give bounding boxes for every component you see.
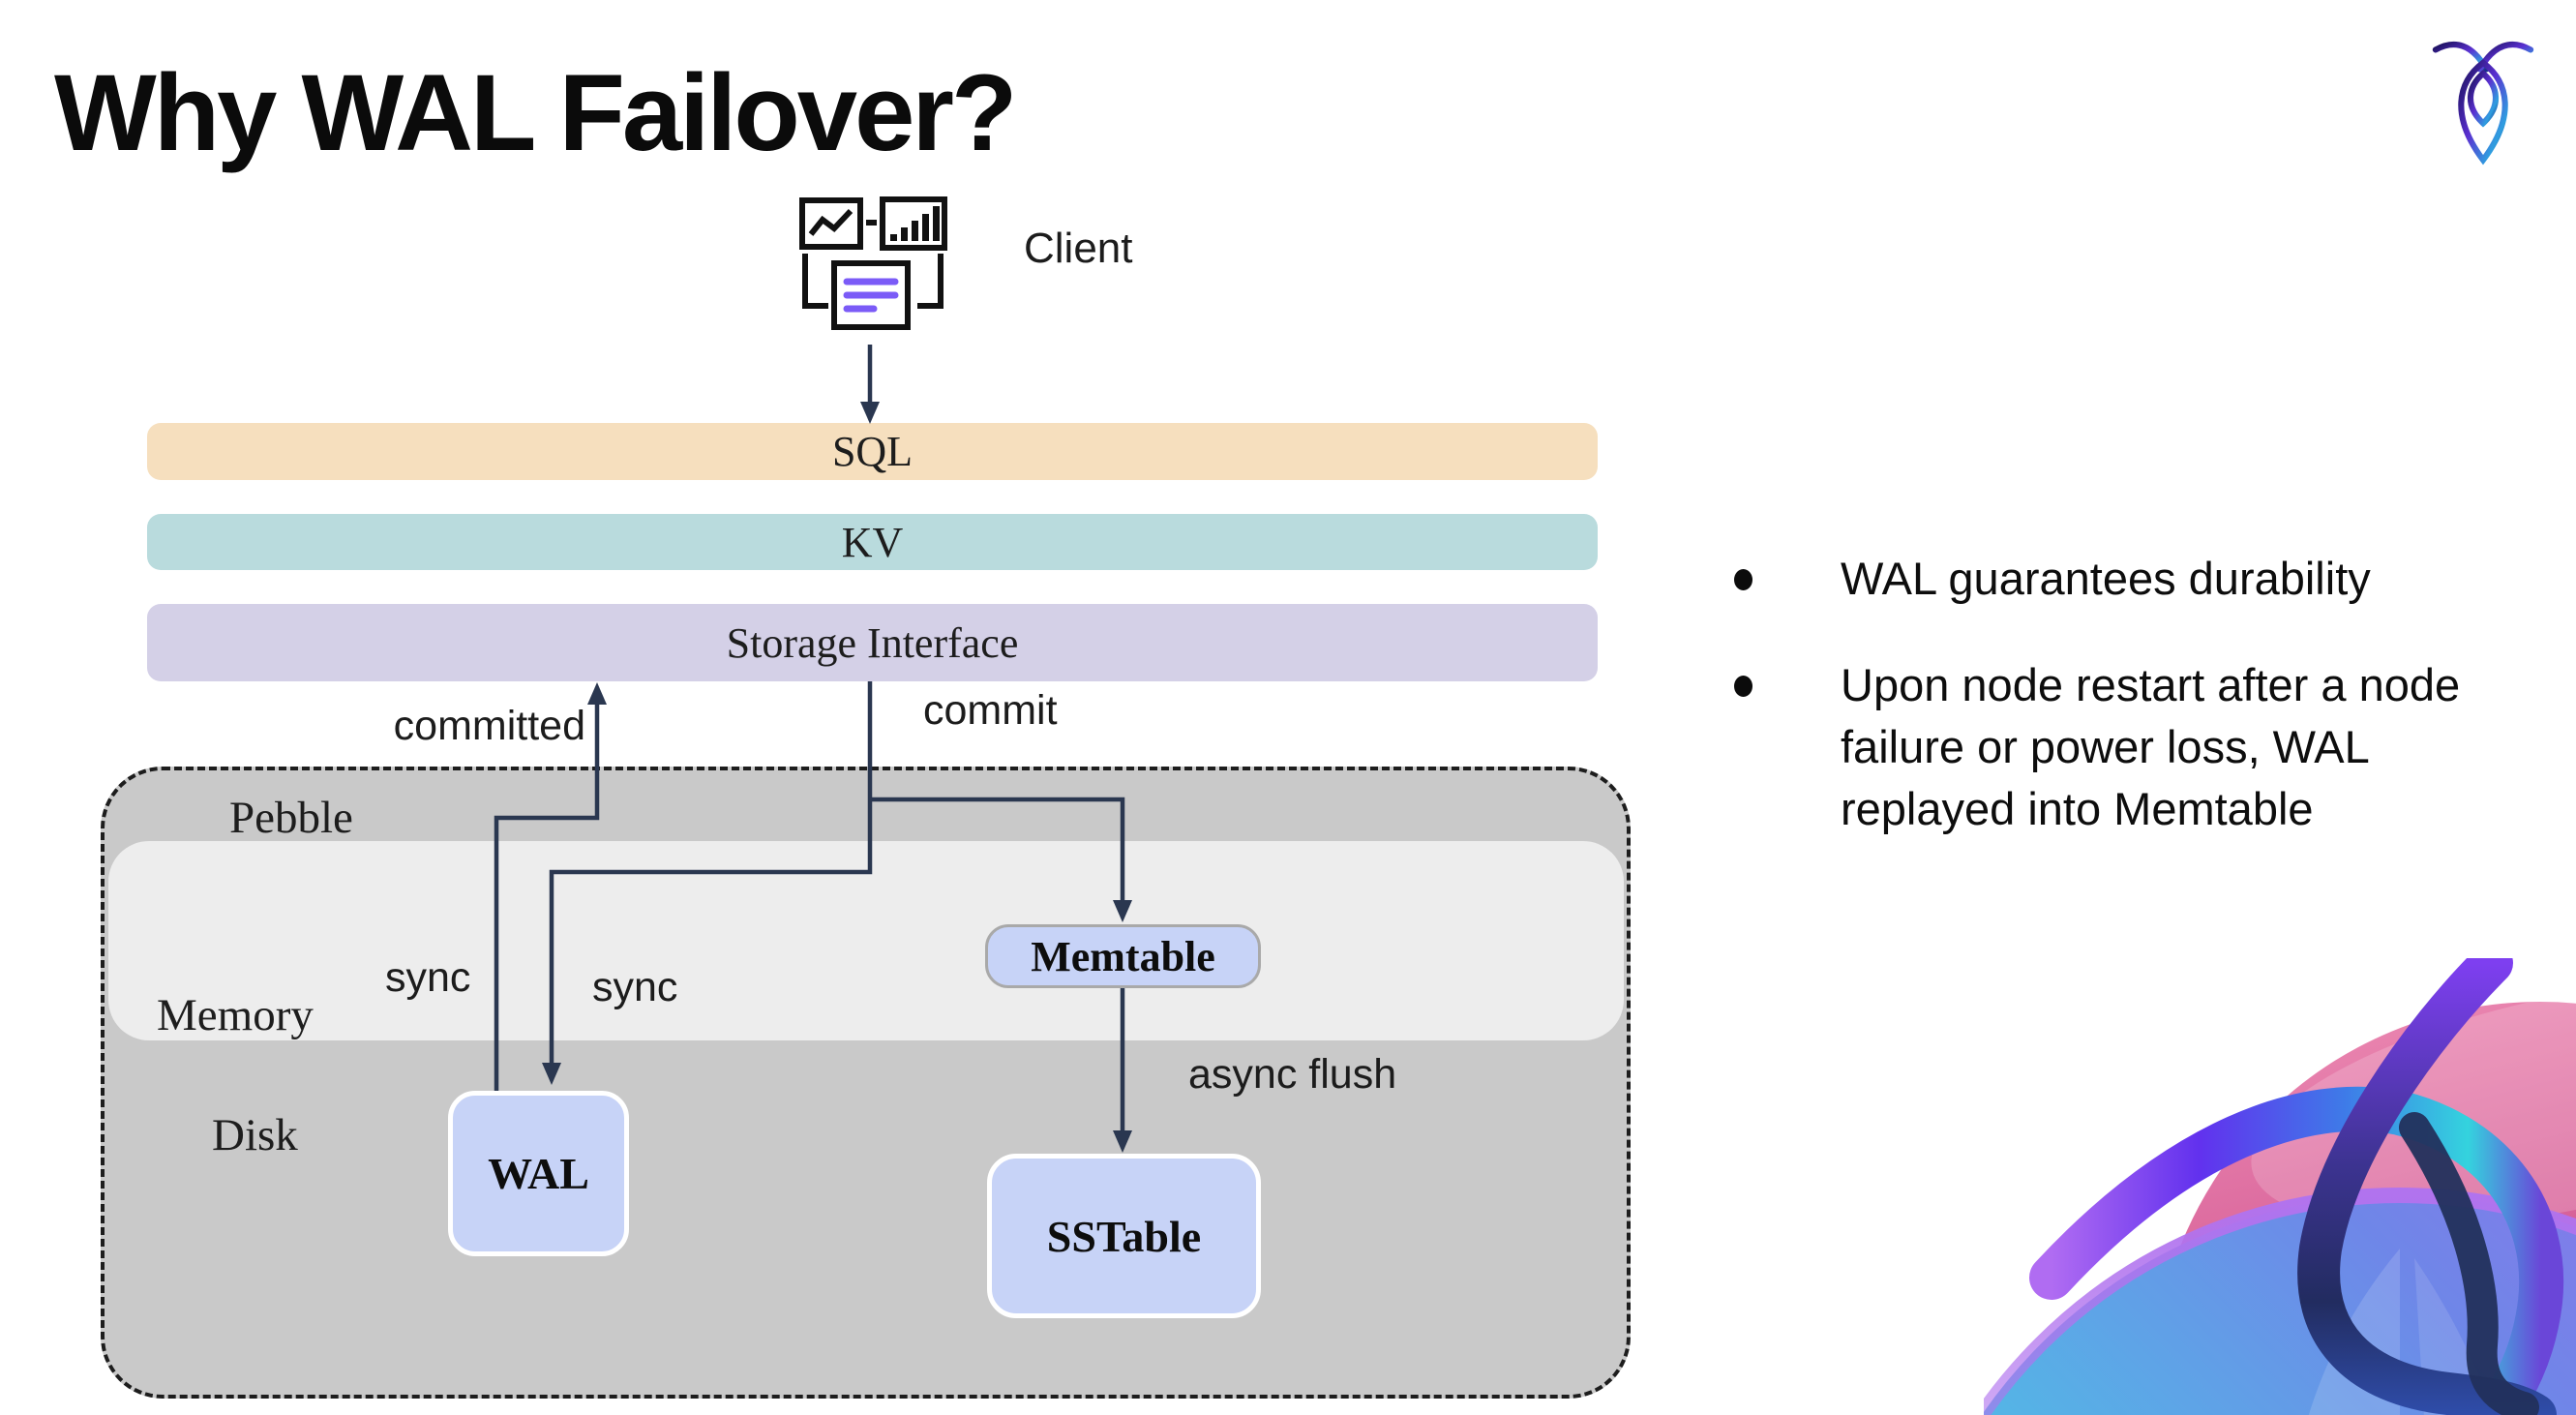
page-title: Why WAL Failover? (54, 52, 1017, 173)
bullet-item: WAL guarantees durability (1734, 548, 2576, 610)
memtable-node: Memtable (985, 924, 1261, 988)
layer-sql-label: SQL (831, 428, 914, 475)
bullet-list: WAL guarantees durability Upon node rest… (1734, 548, 2576, 885)
memory-band (108, 841, 1624, 1040)
layer-storage-interface: Storage Interface (147, 604, 1598, 681)
edge-label-async-flush: async flush (1188, 1051, 1397, 1098)
wal-label: WAL (488, 1149, 589, 1198)
sstable-node: SSTable (987, 1154, 1261, 1318)
wal-node: WAL (448, 1091, 629, 1256)
monitor-bracket-icon (802, 254, 944, 309)
layer-storage-label: Storage Interface (726, 618, 1019, 667)
sstable-label: SSTable (1046, 1211, 1202, 1261)
bullet-text: WAL guarantees durability (1841, 553, 2371, 604)
layer-kv: KV (147, 514, 1598, 570)
decorative-brand-art (1984, 958, 2576, 1415)
disk-label: Disk (212, 1110, 298, 1160)
edge-label-committed: committed (393, 703, 585, 749)
edge-label-sync-in: sync (592, 964, 678, 1010)
bullet-text: Upon node restart after a node failure o… (1841, 659, 2461, 834)
layer-kv-label: KV (841, 518, 904, 566)
edge-label-commit: commit (923, 687, 1058, 734)
memtable-label: Memtable (1031, 932, 1215, 980)
edge-label-sync-out: sync (385, 954, 471, 1001)
layer-sql: SQL (147, 423, 1598, 480)
bar-chart-icon (880, 196, 947, 251)
bullet-dot (1734, 676, 1752, 697)
memory-label: Memory (157, 990, 314, 1040)
bullet-dot (1734, 569, 1752, 590)
pebble-label: Pebble (229, 793, 353, 843)
cockroachdb-logo-icon (2432, 41, 2534, 166)
bullet-item: Upon node restart after a node failure o… (1734, 654, 2576, 840)
client-icon (799, 196, 947, 330)
line-chart-icon (799, 197, 863, 250)
client-label: Client (1024, 225, 1133, 272)
